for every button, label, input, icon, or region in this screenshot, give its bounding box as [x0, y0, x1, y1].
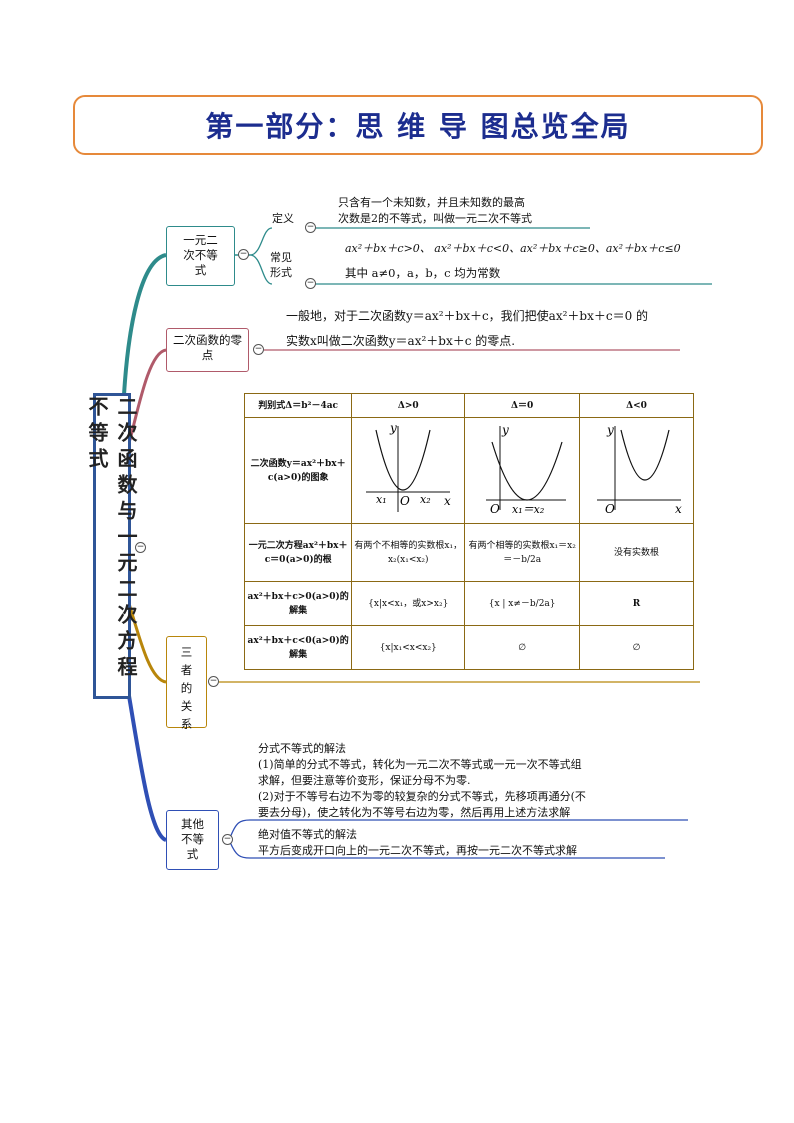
- definition-text-2: 次数是2的不等式，叫做一元二次不等式: [338, 212, 532, 225]
- table-header: Δ>0: [351, 393, 466, 418]
- table-header: Δ<0: [579, 393, 694, 418]
- definition-collapse-icon[interactable]: −: [305, 222, 316, 233]
- graph-origin-label: O: [400, 494, 410, 508]
- zeros-text-1: 一般地，对于二次函数y＝ax²＋bx＋c，我们把使ax²＋bx＋c＝0 的: [286, 309, 649, 323]
- parabola-one-root-graph: y O x₁＝x₂: [486, 423, 567, 516]
- parabola-no-root-graph: y x O: [596, 423, 682, 516]
- page-title: 第一部分：思 维 导 图总览全局: [205, 110, 631, 143]
- fraction-text-2b: 要去分母)，使之转化为不等号右边为零，然后再用上述方法求解: [258, 806, 571, 819]
- table-cell: 没有实数根: [579, 523, 694, 582]
- forms-note: 其中 a≠0，a，b，c 均为常数: [345, 266, 501, 280]
- table-row-label: 一元二次方程ax²＋bx＋c＝0(a>0)的根: [243, 523, 353, 582]
- graph-two-roots: y x O x₁ x₂: [351, 417, 466, 524]
- graph-origin-label: O: [605, 502, 615, 516]
- table-header: Δ＝0: [464, 393, 581, 418]
- zeros-text-2: 实数x叫做二次函数y＝ax²＋bx＋c 的零点.: [286, 334, 516, 348]
- table-header: 判别式Δ＝b²－4ac: [243, 393, 353, 418]
- table-cell: {x|x<x₁，或x>x₂}: [351, 581, 466, 626]
- graph-y-label: y: [501, 423, 509, 437]
- graph-x-label: x: [675, 502, 682, 516]
- abs-title: 绝对值不等式的解法: [258, 828, 357, 841]
- relation-table: 判别式Δ＝b²－4ac Δ>0 Δ＝0 Δ<0 二次函数y＝ax²＋bx＋c(a…: [243, 393, 694, 670]
- abs-text: 平方后变成开口向上的一元二次不等式，再按一元二次不等式求解: [258, 844, 577, 857]
- definition-text-1: 只含有一个未知数，并且未知数的最高: [338, 196, 525, 209]
- table-row-label: ax²＋bx＋c<0(a>0)的解集: [243, 625, 353, 670]
- graph-y-label: y: [606, 423, 614, 437]
- table-cell: 有两个不相等的实数根x₁，x₂(x₁<x₂): [351, 523, 466, 582]
- forms-collapse-icon[interactable]: −: [305, 278, 316, 289]
- graph-y-label: y: [389, 421, 397, 435]
- table-cell: R: [579, 581, 694, 626]
- fraction-text-1a: (1)简单的分式不等式，转化为一元二次不等式或一元一次不等式组: [258, 758, 582, 771]
- table-cell: {x|x₁<x<x₂}: [351, 625, 466, 670]
- root-node[interactable]: 二次函数与一元二次方程不等式: [85, 393, 138, 699]
- branch1-collapse-icon[interactable]: −: [238, 249, 249, 260]
- title-box: 第一部分：思 维 导 图总览全局: [73, 95, 763, 155]
- table-cell: {x | x≠－b/2a}: [464, 581, 581, 626]
- branch4-collapse-icon[interactable]: −: [222, 834, 233, 845]
- table-row-label: ax²＋bx＋c>0(a>0)的解集: [243, 581, 353, 626]
- fraction-title: 分式不等式的解法: [258, 742, 346, 755]
- forms-text: ax²＋bx＋c>0、 ax²＋bx＋c<0、ax²＋bx＋c≥0、ax²＋bx…: [345, 242, 681, 255]
- table-cell: 有两个相等的实数根x₁＝x₂＝－b/2a: [464, 523, 581, 582]
- table-cell: ∅: [464, 625, 581, 670]
- graph-x1-label: x₁: [376, 493, 387, 506]
- root-label: 二次函数与一元二次方程不等式: [85, 396, 138, 682]
- graph-origin-label: O: [490, 502, 500, 516]
- forms-label: 常见形式: [270, 251, 292, 279]
- graph-root-label: x₁＝x₂: [512, 503, 544, 516]
- branch1-label: 一元二次不等式: [183, 233, 218, 277]
- branch-node-zeros[interactable]: 二次函数的零点: [166, 328, 249, 372]
- branch-node-relation[interactable]: 三者的关系: [166, 636, 207, 731]
- fraction-text-2a: (2)对于不等号右边不为零的较复杂的分式不等式，先移项再通分(不: [258, 790, 586, 803]
- branch4-label: 其他不等式: [181, 817, 204, 861]
- definition-label: 定义: [272, 212, 294, 225]
- fraction-text-1b: 求解，但要注意等价变形，保证分母不为零.: [258, 774, 471, 787]
- graph-no-root: y x O: [579, 417, 694, 524]
- branch2-collapse-icon[interactable]: −: [253, 344, 264, 355]
- parabola-two-roots-graph: y x O x₁ x₂: [366, 421, 451, 512]
- root-collapse-icon[interactable]: −: [135, 542, 146, 553]
- graph-one-root: y O x₁＝x₂: [464, 417, 581, 524]
- graph-x-label: x: [444, 494, 451, 508]
- branch-node-inequality[interactable]: 一元二次不等式: [166, 226, 235, 286]
- table-row-label: 二次函数y＝ax²＋bx＋c(a>0)的图象: [243, 417, 353, 524]
- branch3-label: 三者的关系: [180, 645, 193, 731]
- branch-node-other[interactable]: 其他不等式: [166, 810, 219, 870]
- graph-x2-label: x₂: [420, 493, 431, 506]
- branch3-collapse-icon[interactable]: −: [208, 676, 219, 687]
- branch2-label: 二次函数的零点: [173, 333, 242, 362]
- table-cell: ∅: [579, 625, 694, 670]
